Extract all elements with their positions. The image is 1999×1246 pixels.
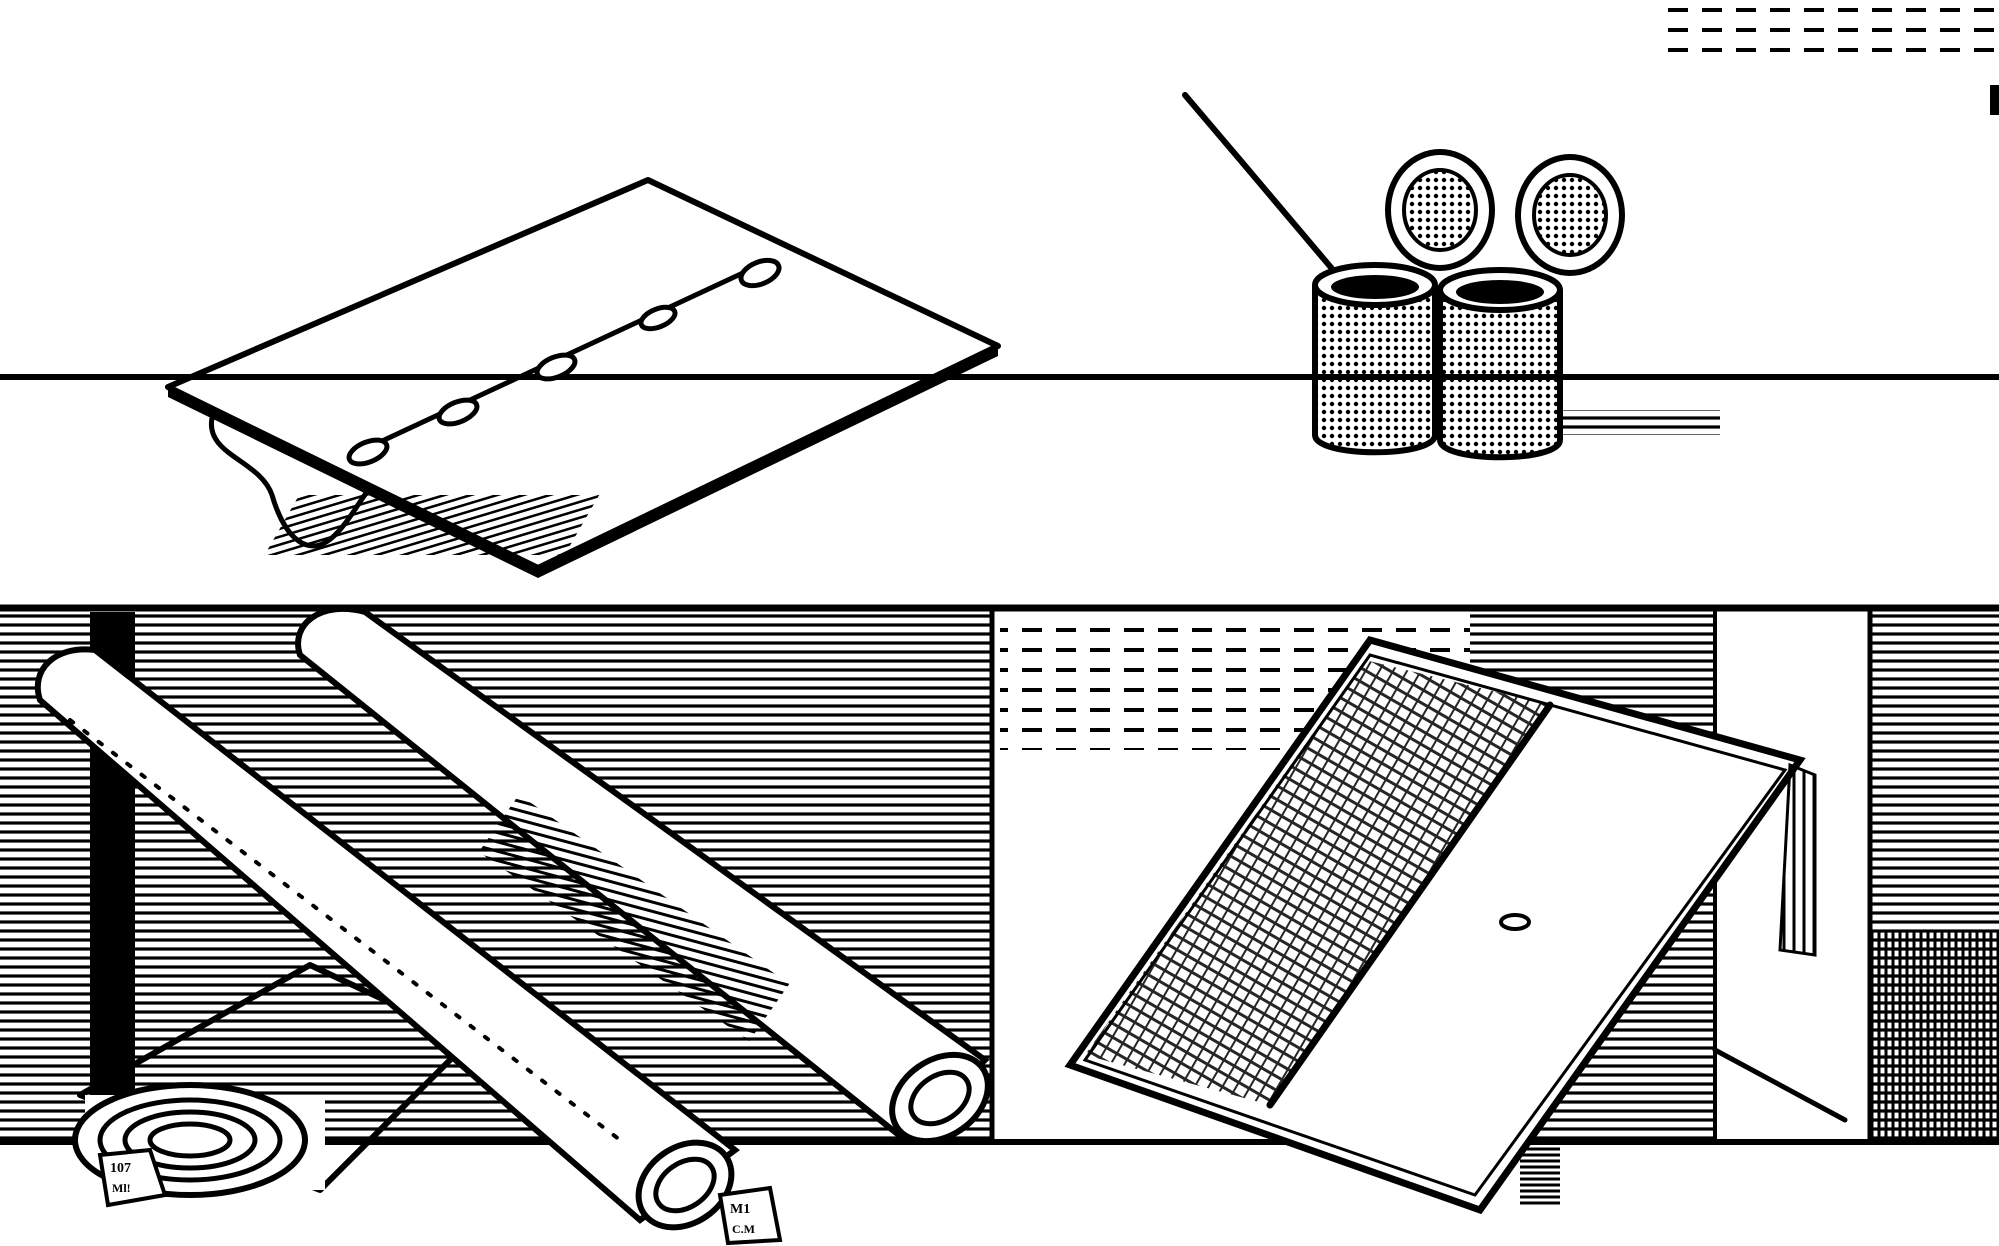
pasted-paper-sheet [165, 177, 1001, 578]
svg-text:M1: M1 [730, 1202, 750, 1217]
svg-text:C.M: C.M [732, 1222, 755, 1236]
roll-tag-left: 107 Ml! [97, 1147, 168, 1208]
wallpaper-rolls: 107 Ml! M1 C.M [34, 605, 991, 1246]
folded-paper-board [1064, 635, 1848, 1215]
sky-dashes [1655, 5, 1999, 115]
svg-text:107: 107 [110, 1161, 131, 1176]
paste-cans [1182, 92, 1720, 461]
svg-text:Ml!: Ml! [112, 1181, 131, 1195]
roll-tag-right: M1 C.M [717, 1185, 783, 1246]
